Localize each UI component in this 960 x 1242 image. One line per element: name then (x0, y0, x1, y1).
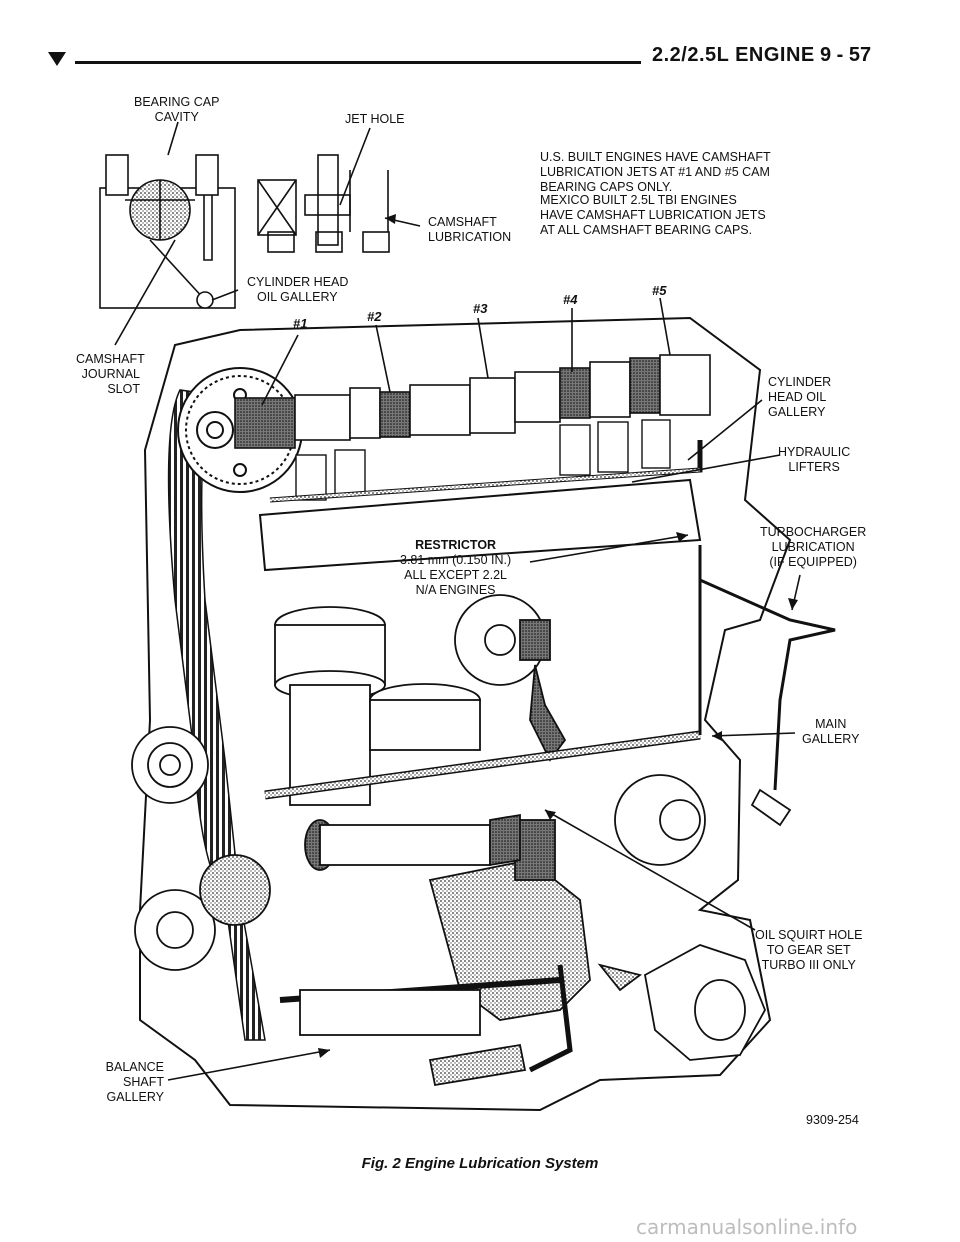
note-mexico-built: MEXICO BUILT 2.5L TBI ENGINES HAVE CAMSH… (540, 193, 766, 237)
label-jet-hole: JET HOLE (345, 112, 405, 126)
valve-springs (295, 419, 671, 501)
label-bearing-cap-cavity: BEARING CAP CAVITY (134, 95, 220, 124)
label-oil-squirt-hole: OIL SQUIRT HOLE TO GEAR SET TURBO III ON… (755, 928, 863, 972)
label-turbocharger-lubrication: TURBOCHARGER LUBRICATION (IF EQUIPPED) (760, 525, 867, 569)
gear-set (597, 944, 766, 1061)
label-restrictor: RESTRICTOR 3.81 mm (0.150 IN.) ALL EXCEP… (400, 538, 512, 597)
bearing-number-2: #2 (367, 309, 382, 324)
page-number: 9 - 57 (820, 44, 872, 66)
header-rule (75, 61, 641, 64)
bearing-number-3: #3 (473, 301, 488, 316)
balance-shaft-gallery (279, 964, 573, 1087)
label-camshaft-journal-slot: CAMSHAFT JOURNAL SLOT (76, 352, 145, 396)
jet-hole-inset (257, 154, 390, 253)
leader-lines (114, 121, 801, 1081)
label-main-gallery: MAIN GALLERY (802, 717, 860, 746)
label-balance-shaft-gallery: BALANCE SHAFT GALLERY (105, 1060, 164, 1104)
figure-id: 9309-254 (806, 1113, 859, 1127)
label-cylinder-head-oil-gallery-top: CYLINDER HEAD OIL GALLERY (247, 275, 349, 304)
piston (274, 606, 481, 806)
bearing-number-1: #1 (293, 316, 308, 331)
label-camshaft-lubrication: CAMSHAFT LUBRICATION (428, 215, 512, 244)
turbo-oil-line (698, 545, 836, 791)
bearing-number-4: #4 (563, 292, 578, 307)
figure-caption: Fig. 2 Engine Lubrication System (361, 1155, 599, 1172)
engine-block (139, 316, 792, 1112)
header-triangle-marker (48, 52, 66, 66)
camshaft (234, 354, 711, 449)
watermark: carmanualsonline.info (636, 1215, 858, 1239)
oil-pump (428, 594, 591, 1021)
label-hydraulic-lifters: HYDRAULIC LIFTERS (778, 445, 851, 474)
bearing-cap-inset (99, 154, 236, 309)
bearing-number-5: #5 (652, 283, 667, 298)
leader-arrowheads (318, 214, 798, 1058)
page-header-title: 2.2/2.5L ENGINE (652, 44, 815, 66)
note-us-built: U.S. BUILT ENGINES HAVE CAMSHAFT LUBRICA… (540, 150, 771, 194)
crankshaft (131, 726, 706, 971)
label-cylinder-head-oil-gallery-right: CYLINDER HEAD OIL GALLERY (768, 375, 832, 419)
